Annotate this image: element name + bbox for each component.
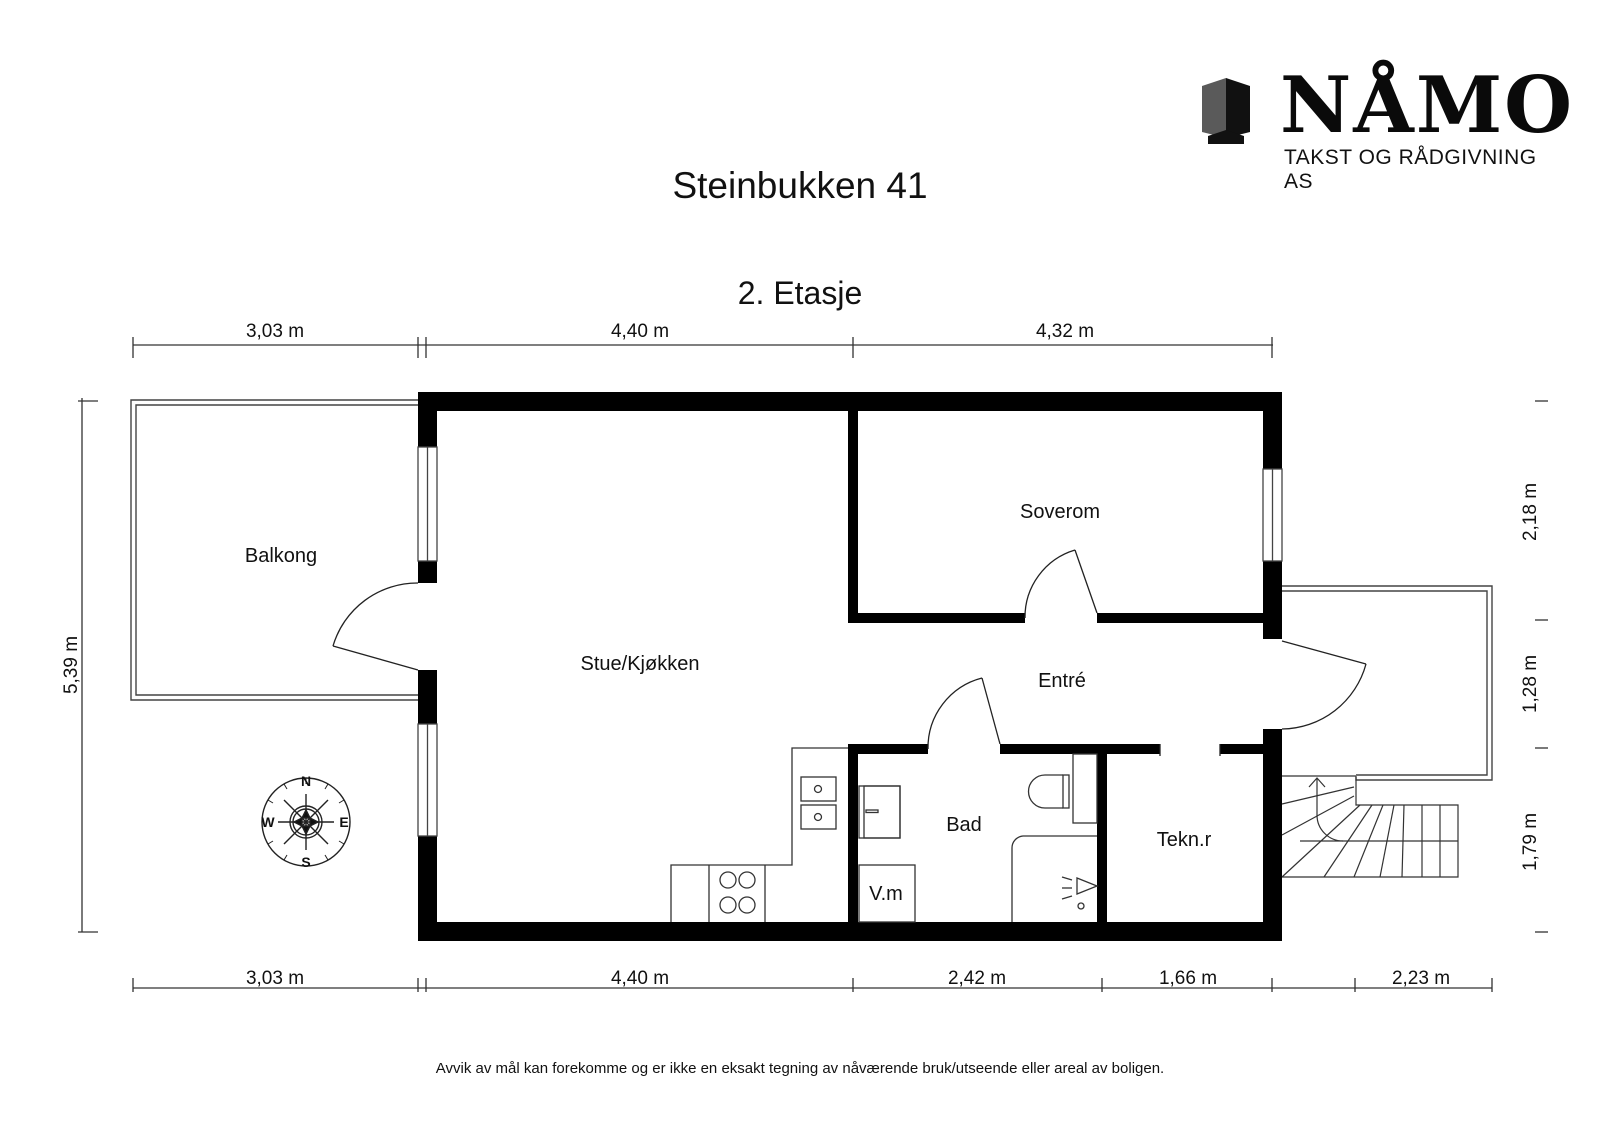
dim-top-1: 3,03 m [246, 321, 304, 342]
compass-south: S [301, 854, 310, 870]
house-box-icon [1202, 78, 1250, 144]
dim-right-3: 1,79 m [1520, 813, 1541, 871]
dim-left-1: 5,39 m [61, 636, 82, 694]
room-label-vm: V.m [869, 883, 903, 905]
dim-bottom-1: 3,03 m [246, 968, 304, 989]
balcony [130, 399, 418, 701]
disclaimer-text: Avvik av mål kan forekomme og er ikke en… [435, 1060, 1165, 1077]
windows [417, 446, 1283, 837]
dimension-line-left [78, 398, 98, 933]
room-label-tekn: Tekn.r [1157, 829, 1212, 851]
entry-landing [1281, 585, 1493, 781]
dim-top-3: 4,32 m [1036, 321, 1094, 342]
dimension-line-top [132, 337, 1273, 358]
dim-bottom-4: 1,66 m [1159, 968, 1217, 989]
compass-west: W [261, 814, 275, 830]
compass-north: N [301, 773, 311, 789]
dimension-line-right [1535, 400, 1548, 933]
room-label-soverom: Soverom [1020, 501, 1100, 523]
stairs [1281, 775, 1459, 878]
logo-wordmark: NÅMO [1280, 60, 1575, 151]
room-label-balkong: Balkong [245, 545, 317, 567]
doors [332, 549, 1367, 756]
compass-rose-icon [261, 777, 351, 867]
exterior-walls [418, 392, 1282, 941]
stove-icon [719, 871, 756, 914]
dim-right-1: 2,18 m [1520, 483, 1541, 541]
kitchen-counter [670, 747, 848, 922]
dim-right-2: 1,28 m [1520, 655, 1541, 713]
dim-top-2: 4,40 m [611, 321, 669, 342]
company-logo: NÅMO TAKST OG RÅDGIVNING AS [1198, 60, 1572, 193]
floor-label: 2. Etasje [737, 275, 863, 311]
logo-tagline: TAKST OG RÅDGIVNING AS [1284, 146, 1537, 193]
bathroom-fixtures [858, 753, 1099, 923]
interior-walls [848, 411, 1263, 924]
room-label-entre: Entré [1038, 670, 1086, 692]
dimension-line-bottom [132, 978, 1493, 992]
room-label-stue-kjokken: Stue/Kjøkken [581, 653, 700, 675]
room-label-bad: Bad [946, 814, 982, 836]
dim-bottom-5: 2,23 m [1392, 968, 1450, 989]
dim-bottom-2: 4,40 m [611, 968, 669, 989]
dim-bottom-3: 2,42 m [948, 968, 1006, 989]
sink-icon [800, 776, 837, 830]
page-title: Steinbukken 41 [672, 165, 928, 206]
compass-east: E [339, 814, 348, 830]
